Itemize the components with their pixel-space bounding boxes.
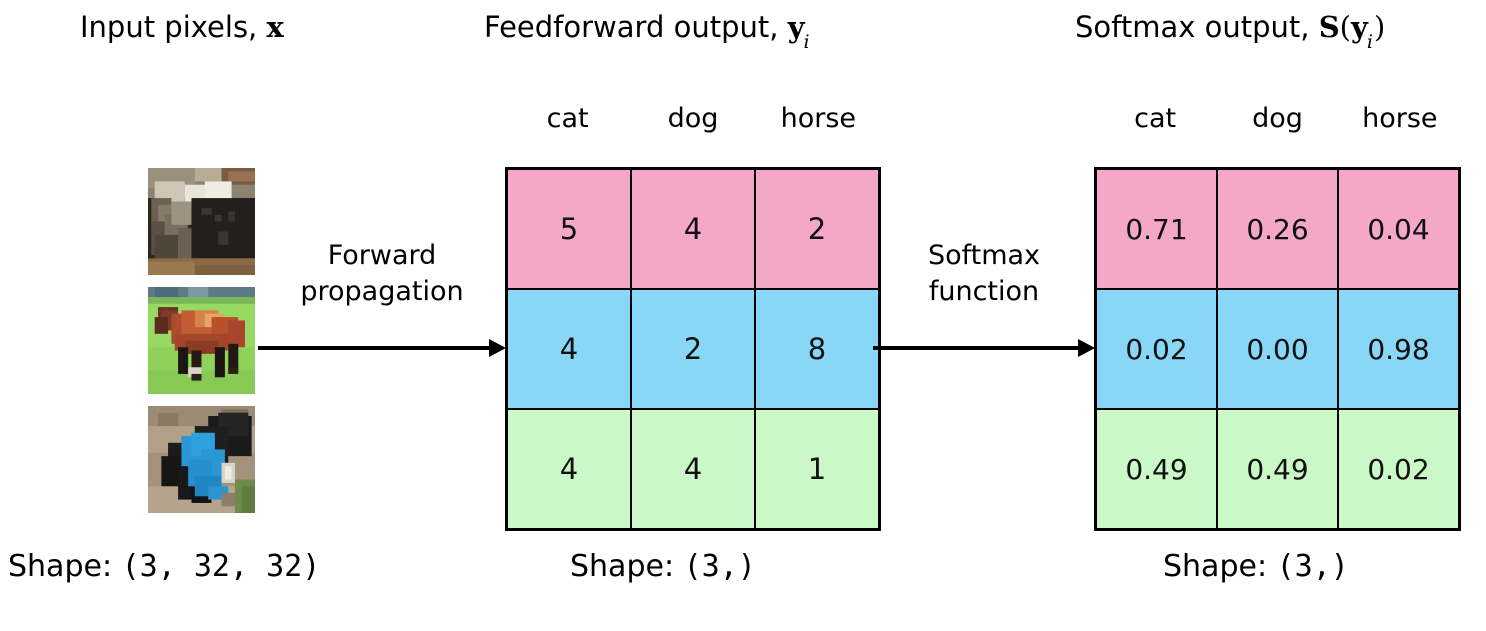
cell-ff-r0-c0: 5 [505, 167, 632, 290]
shape-input-prefix: Shape: [8, 549, 122, 584]
table-row: 4 4 1 [505, 408, 881, 531]
softmax-column-headers: cat dog horse [1094, 105, 1461, 132]
cat-thumbnail [148, 168, 255, 275]
feedforward-title-text: Feedforward output, [484, 10, 788, 44]
cell-sm-r2-c2: 0.02 [1337, 408, 1461, 531]
softmax-function-label: Softmax function [873, 238, 1095, 309]
feedforward-title-subscript: i [803, 30, 810, 53]
feedforward-header-cat: cat [546, 103, 589, 134]
page-title-softmax-output: Softmax output, S(yi) [1075, 10, 1386, 52]
cell-sm-r2-c0: 0.49 [1094, 408, 1218, 531]
table-row: 5 4 2 [505, 167, 881, 290]
softmax-title-text: Softmax output, [1075, 10, 1319, 44]
shape-feedforward-prefix: Shape: [570, 549, 684, 584]
cell-ff-r2-c0: 4 [505, 408, 632, 531]
cell-sm-r1-c0: 0.02 [1094, 288, 1218, 410]
softmax-label-line1: Softmax [927, 240, 1041, 271]
cell-sm-r1-c1: 0.00 [1216, 288, 1339, 410]
softmax-title-close-paren: ) [1373, 10, 1386, 44]
shape-feedforward-value: (3,) [683, 549, 756, 584]
feedforward-column-headers: cat dog horse [505, 105, 881, 132]
forward-propagation-arrow [258, 333, 506, 363]
cell-ff-r2-c2: 1 [754, 408, 881, 531]
forward-label-line2: propagation [300, 275, 464, 307]
input-image-stack [148, 168, 255, 513]
horse-thumbnail-graphic [148, 287, 255, 394]
softmax-output-table: 0.71 0.26 0.04 0.02 0.00 0.98 0.49 0.49 … [1094, 167, 1461, 531]
cell-ff-r2-c1: 4 [630, 408, 756, 531]
table-row: 4 2 8 [505, 288, 881, 410]
input-title-symbol: x [266, 10, 284, 44]
forward-propagation-label: Forward propagation [258, 238, 506, 309]
forward-label-line1: Forward [327, 240, 437, 271]
feedforward-title-symbol: y [787, 10, 805, 44]
softmax-function-arrow [873, 333, 1095, 363]
table-row: 0.02 0.00 0.98 [1094, 288, 1461, 410]
page-title-feedforward-output: Feedforward output, yi [484, 10, 811, 52]
softmax-title-symbol: S [1318, 10, 1340, 44]
shape-input-value: (3, 32, 32) [121, 549, 321, 584]
softmax-header-cat: cat [1134, 103, 1177, 134]
cell-ff-r1-c2: 8 [754, 288, 881, 410]
feedforward-header-horse: horse [780, 103, 857, 134]
feedforward-header-dog: dog [667, 103, 719, 134]
softmax-title-inner-symbol: y [1351, 10, 1368, 44]
softmax-header-dog: dog [1252, 103, 1303, 134]
cell-ff-r1-c0: 4 [505, 288, 632, 410]
softmax-label-line2: function [928, 275, 1040, 307]
input-title-text: Input pixels, [80, 10, 267, 44]
table-row: 0.71 0.26 0.04 [1094, 167, 1461, 290]
cell-ff-r0-c1: 4 [630, 167, 756, 290]
shape-caption-feedforward: Shape: (3,) [570, 552, 756, 582]
feedforward-output-table: 5 4 2 4 2 8 4 4 1 [505, 167, 881, 531]
softmax-arrow-shaft [873, 346, 1080, 350]
softmax-arrow-head-icon [1078, 339, 1095, 357]
cell-sm-r2-c1: 0.49 [1216, 408, 1339, 531]
dog-thumbnail [148, 406, 255, 513]
cell-sm-r1-c2: 0.98 [1337, 288, 1461, 410]
dog-thumbnail-graphic [148, 406, 255, 513]
shape-caption-softmax: Shape: (3,) [1163, 552, 1349, 582]
horse-thumbnail [148, 287, 255, 394]
cell-sm-r0-c1: 0.26 [1216, 167, 1339, 290]
shape-softmax-prefix: Shape: [1163, 549, 1277, 584]
feedforward-output-table-wrapper: cat dog horse 5 4 2 4 2 8 4 4 1 [505, 105, 881, 531]
softmax-title-open-paren: ( [1339, 10, 1351, 44]
cell-ff-r1-c1: 2 [630, 288, 756, 410]
shape-softmax-value: (3,) [1276, 549, 1349, 584]
forward-arrow-shaft [258, 346, 491, 350]
cell-ff-r0-c2: 2 [754, 167, 881, 290]
cat-thumbnail-graphic [148, 168, 255, 275]
softmax-header-horse: horse [1362, 103, 1438, 134]
softmax-title-subscript: i [1366, 30, 1373, 53]
cell-sm-r0-c0: 0.71 [1094, 167, 1218, 290]
softmax-output-table-wrapper: cat dog horse 0.71 0.26 0.04 0.02 0.00 0… [1094, 105, 1461, 531]
page-title-input-pixels: Input pixels, x [80, 10, 284, 44]
forward-arrow-head-icon [489, 339, 506, 357]
shape-caption-input: Shape: (3, 32, 32) [8, 552, 320, 582]
table-row: 0.49 0.49 0.02 [1094, 408, 1461, 531]
cell-sm-r0-c2: 0.04 [1337, 167, 1461, 290]
